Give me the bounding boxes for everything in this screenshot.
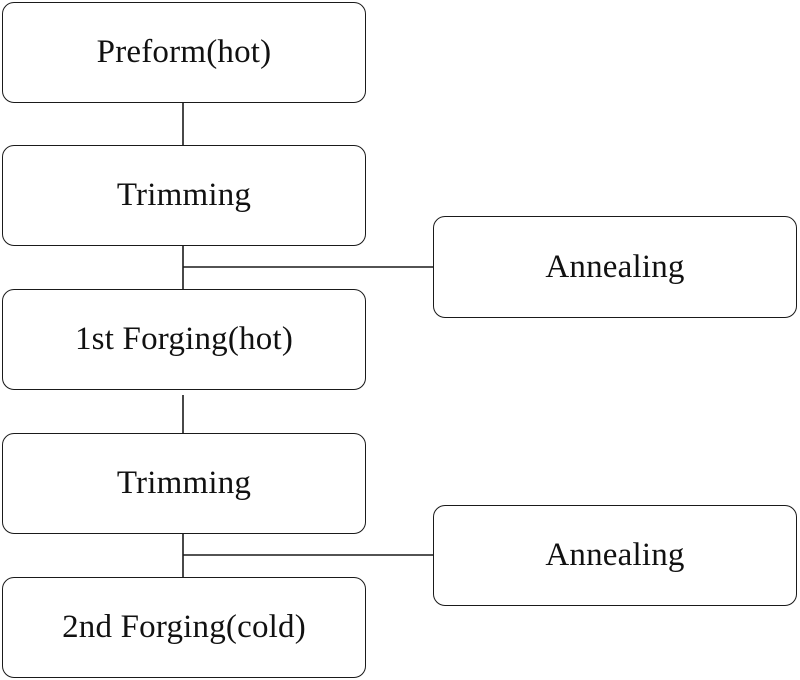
step-1st-forging-hot: 1st Forging(hot) bbox=[2, 289, 366, 390]
side-step-annealing-1: Annealing bbox=[433, 216, 797, 318]
step-trimming-2: Trimming bbox=[2, 433, 366, 534]
side-step-annealing-2-label: Annealing bbox=[545, 537, 685, 573]
step-trimming-2-label: Trimming bbox=[116, 465, 252, 501]
side-step-annealing-2: Annealing bbox=[433, 505, 797, 606]
step-2nd-forging-cold: 2nd Forging(cold) bbox=[2, 577, 366, 678]
step-preform-hot: Preform(hot) bbox=[2, 2, 366, 103]
step-1st-forging-hot-label: 1st Forging(hot) bbox=[74, 321, 294, 357]
step-trimming-1-label: Trimming bbox=[116, 177, 252, 213]
side-step-annealing-1-label: Annealing bbox=[545, 248, 685, 285]
step-2nd-forging-cold-label: 2nd Forging(cold) bbox=[62, 609, 306, 645]
step-trimming-1: Trimming bbox=[2, 145, 366, 246]
step-preform-hot-label: Preform(hot) bbox=[96, 34, 272, 70]
